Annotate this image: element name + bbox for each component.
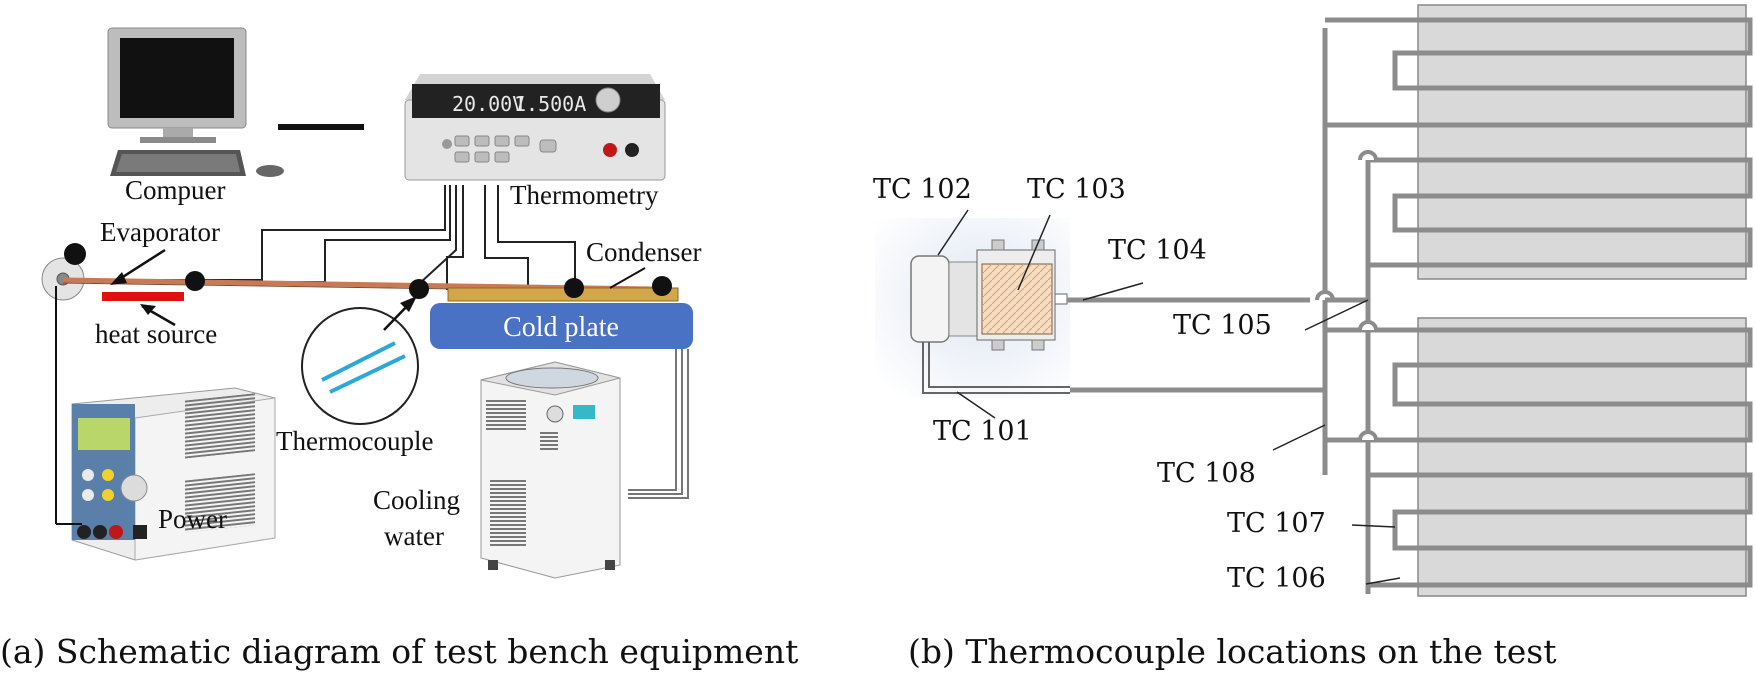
computer-link-line [278,124,364,130]
condenser-label: Condenser [586,237,701,267]
tc-point-evaporator [64,243,86,265]
computer-label: Compuer [125,175,226,205]
cold-plate [430,303,693,349]
tc105-label: TC 105 [1173,310,1272,341]
power-supply [71,387,276,561]
caption-b: (b) Thermocouple locations on the test [908,632,1556,671]
tc107-label: TC 107 [1227,508,1326,539]
tc104-label: TC 104 [1108,235,1207,266]
thermometry-display-voltage: 20.00V [452,92,524,116]
pipe-network [1067,28,1371,594]
upper-plate [1417,4,1747,280]
pipe-bridges [1315,150,1378,441]
evaporator-label: Evaporator [100,217,220,247]
tc106-label: TC 106 [1227,563,1326,594]
thermometry-device: 20.00V 1.500A [404,74,666,181]
lower-plate [1417,317,1747,597]
power-label: Power [158,504,227,534]
tc108-label: TC 108 [1157,458,1256,489]
caption-a: (a) Schematic diagram of test bench equi… [0,632,798,671]
thermocouple-inset [301,307,419,425]
thermometry-display-current: 1.500A [514,92,586,116]
chiller [480,361,621,579]
heat-source-label: heat source [95,319,217,349]
computer-icon [107,27,284,177]
cooling-lines [628,349,689,499]
tc102-label: TC 102 [873,174,972,205]
tc-point-condenser-1 [564,278,584,298]
evaporator-module [910,239,1068,351]
cooling-label-line2: water [384,521,444,551]
heat-source [102,292,184,301]
condenser [447,287,679,302]
panel-b: TC 102 TC 103 TC 104 TC 105 TC 101 TC 10… [873,4,1753,671]
thermocouple-label: Thermocouple [276,426,433,456]
tc-point-condenser-2 [652,276,672,296]
tc-point-pipe [409,279,429,299]
tc101-label: TC 101 [933,416,1032,447]
tc-point-adiabatic [185,271,205,291]
tc103-label: TC 103 [1027,174,1126,205]
evaporator-arrow [117,248,166,282]
lower-serpentine [1325,327,1753,588]
cooling-label-line1: Cooling [373,485,460,515]
tc-leader-lines [937,209,1401,585]
panel-a: Compuer 20.00V 1.500A Thermometry [0,27,798,671]
cold-plate-label: Cold plate [503,312,619,343]
thermometry-label: Thermometry [510,180,659,210]
upper-serpentine [1325,17,1753,268]
